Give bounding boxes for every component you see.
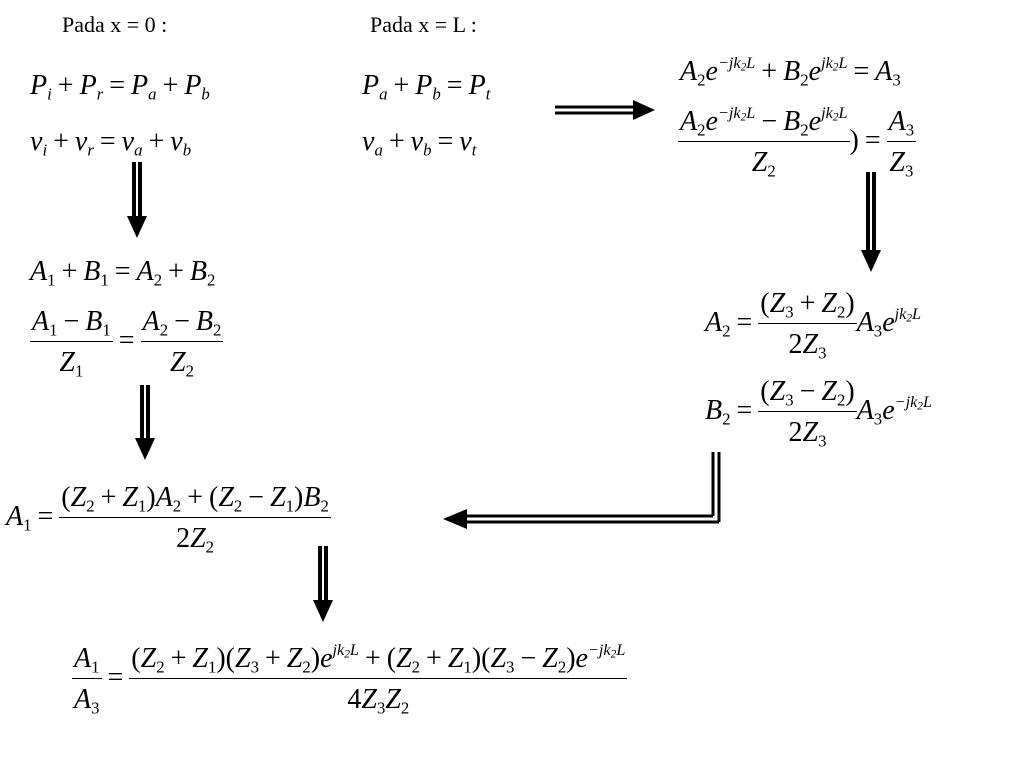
pressure-continuity-x0: Pi+Pr=Pa+Pb: [30, 70, 210, 104]
boundary-label-xL: Pada x = L :: [370, 12, 477, 37]
amplitude-eq-x0-1: A1+B1=A2+B2: [30, 256, 216, 290]
pressure-continuity-xL: Pa+Pb=Pt: [362, 70, 491, 104]
arrow-down-4: [313, 546, 333, 622]
boundary-label-x0: Pada x = 0 :: [62, 12, 168, 37]
velocity-continuity-x0: vi+vr=va+vb: [30, 126, 192, 160]
velocity-continuity-xL: va+vb=vt: [362, 126, 477, 160]
arrow-right-1: [555, 100, 655, 120]
arrow-down-1: [127, 162, 147, 238]
arrow-elbow-left: [443, 452, 721, 529]
amplitude-eq-xL-1: A2e−jk2L+B2ejk2L=A3: [680, 53, 901, 90]
arrow-down-3: [135, 385, 155, 460]
arrow-down-2: [861, 172, 881, 272]
